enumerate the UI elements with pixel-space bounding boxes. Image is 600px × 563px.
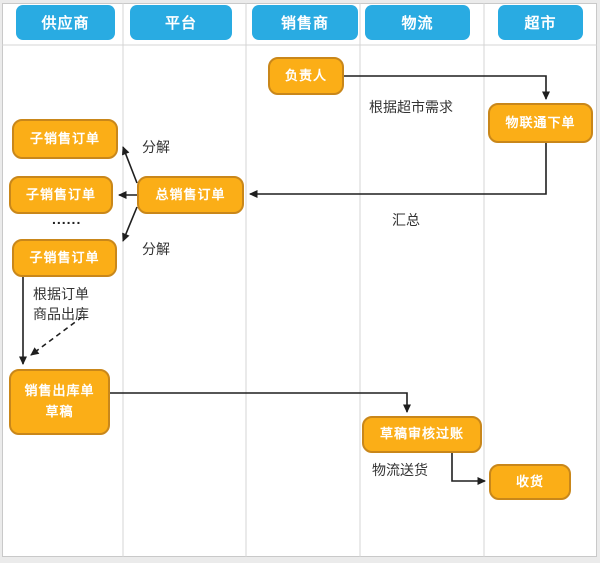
edge-label-goods-outbound: 商品出库	[33, 306, 89, 322]
edge-label-ellipsis: ......	[52, 211, 82, 227]
node-receive-goods: 收货	[489, 464, 571, 500]
node-total-sales-order: 总销售订单	[137, 176, 244, 214]
lane-header-platform: 平台	[130, 5, 232, 40]
node-draft-review-posting: 草稿审核过账	[362, 416, 482, 453]
lane-header-supplier: 供应商	[16, 5, 115, 40]
edge-label-decompose-bottom: 分解	[142, 241, 170, 257]
node-iot-order: 物联通下单	[488, 103, 593, 143]
node-sub-sales-order-3: 子销售订单	[12, 239, 117, 277]
edge-label-per-supermarket-demand: 根据超市需求	[369, 99, 453, 115]
node-sales-outbound-draft-line2: 草稿	[45, 404, 74, 419]
edge-label-logistics-delivery: 物流送货	[372, 462, 428, 478]
edge-label-per-order: 根据订单	[33, 286, 89, 302]
node-sub-sales-order-2: 子销售订单	[9, 176, 113, 214]
node-person-in-charge: 负责人	[268, 57, 344, 95]
lane-header-logistics: 物流	[365, 5, 470, 40]
edge-label-decompose-top: 分解	[142, 139, 170, 155]
edge-label-summarize: 汇总	[392, 212, 420, 228]
node-sales-outbound-draft-line1: 销售出库单	[24, 383, 95, 399]
node-sub-sales-order-1: 子销售订单	[12, 119, 118, 159]
lane-header-supermarket: 超市	[498, 5, 583, 40]
lane-header-seller: 销售商	[252, 5, 358, 40]
node-sales-outbound-draft: 销售出库单 草稿	[9, 369, 110, 435]
